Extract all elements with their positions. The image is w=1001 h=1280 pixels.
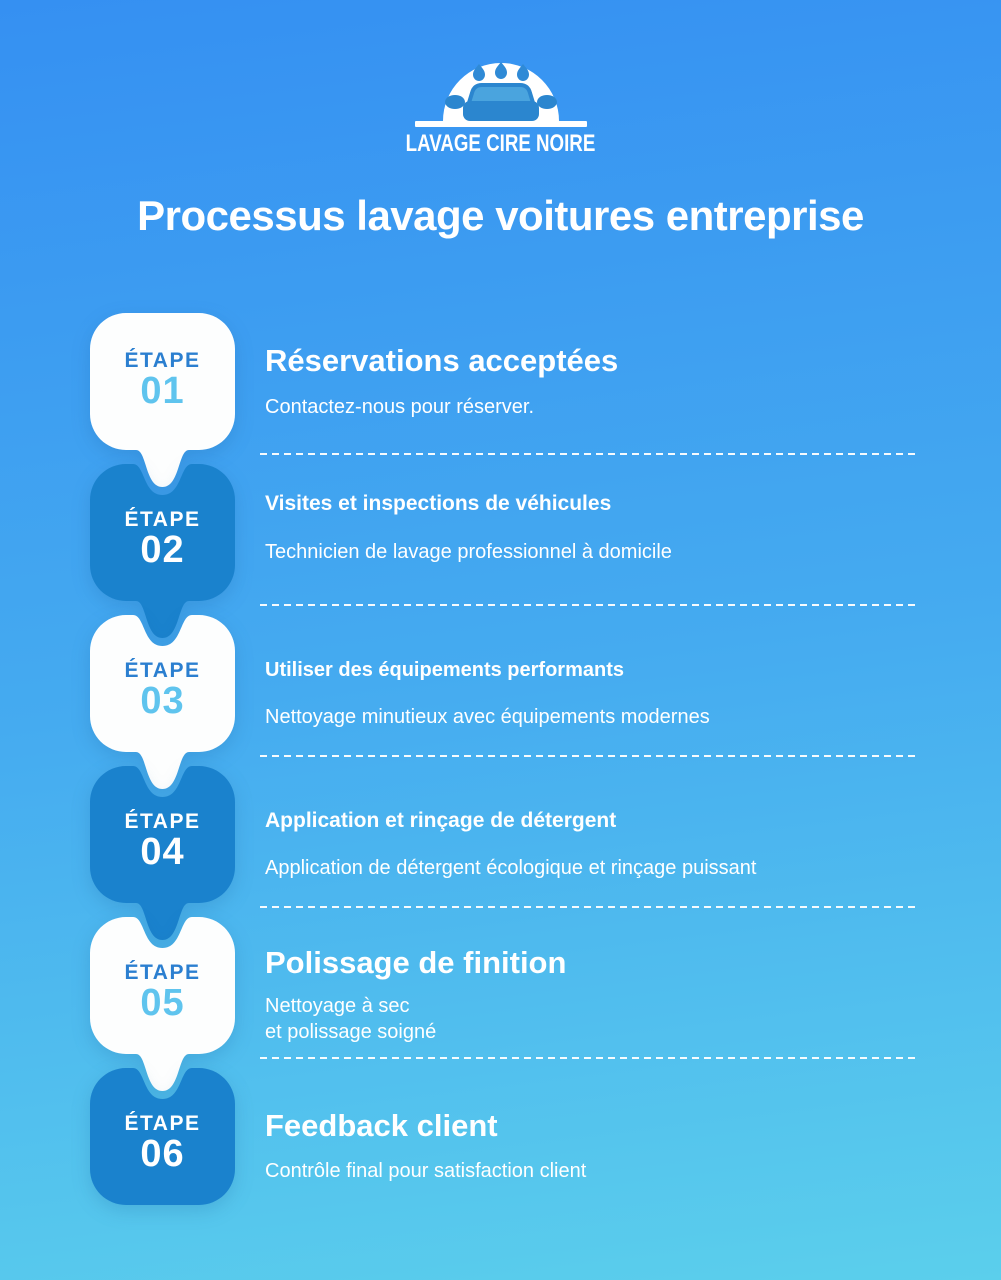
step-number: 06 — [140, 1133, 185, 1176]
dashed-separator — [260, 906, 920, 908]
step-content: Visites et inspections de véhicules Tech… — [265, 464, 925, 565]
step-item-3: ÉTAPE 03 Utiliser des équipements perfor… — [0, 615, 1001, 789]
step-content: Polissage de finition Nettoyage à sec et… — [265, 917, 925, 1045]
dashed-separator — [260, 1057, 920, 1059]
step-content: Réservations acceptées Contactez-nous po… — [265, 313, 925, 420]
step-item-2: ÉTAPE 02 Visites et inspections de véhic… — [0, 464, 1001, 638]
step-number: 04 — [140, 831, 185, 874]
step-badge-5: ÉTAPE 05 — [90, 917, 235, 1093]
step-label: ÉTAPE — [124, 508, 201, 531]
step-description: Application de détergent écologique et r… — [265, 857, 757, 879]
step-badge-1: ÉTAPE 01 — [90, 313, 235, 489]
step-content: Utiliser des équipements performants Net… — [265, 615, 925, 730]
dashed-separator — [260, 755, 920, 757]
step-title: Polissage de finition — [265, 945, 567, 980]
step-label: ÉTAPE — [124, 961, 201, 984]
page-title: Processus lavage voitures entreprise — [137, 192, 864, 239]
step-title: Application et rinçage de détergent — [265, 809, 617, 832]
step-description: Technicien de lavage professionnel à dom… — [265, 541, 672, 563]
step-content: Feedback client Contrôle final pour sati… — [265, 1068, 925, 1184]
badge-shape-notch-tail-icon — [90, 615, 235, 789]
step-badge-3: ÉTAPE 03 — [90, 615, 235, 791]
step-number: 05 — [140, 982, 185, 1025]
step-label: ÉTAPE — [124, 659, 201, 682]
badge-shape-notch-tail-icon — [90, 766, 235, 940]
step-badge-6: ÉTAPE 06 — [90, 1068, 235, 1244]
step-title: Utiliser des équipements performants — [265, 659, 624, 681]
step-description: Nettoyage à sec et polissage soigné — [265, 995, 437, 1043]
step-item-1: ÉTAPE 01 Réservations acceptées Contacte… — [0, 313, 1001, 487]
step-item-6: ÉTAPE 06 Feedback client Contrôle final … — [0, 1068, 1001, 1219]
badge-shape-notch-icon — [90, 1068, 235, 1205]
step-description: Contrôle final pour satisfaction client — [265, 1160, 587, 1182]
step-content: Application et rinçage de détergent Appl… — [265, 766, 925, 881]
step-label: ÉTAPE — [124, 349, 201, 372]
badge-shape-notch-tail-icon — [90, 917, 235, 1091]
car-wash-icon — [442, 62, 559, 121]
logo-name: LAVAGE CIRE NOIRE — [405, 130, 596, 157]
step-number: 02 — [140, 529, 185, 572]
step-description: Contactez-nous pour réserver. — [265, 396, 535, 418]
step-label: ÉTAPE — [124, 810, 201, 833]
step-badge-2: ÉTAPE 02 — [90, 464, 235, 640]
step-title: Feedback client — [265, 1108, 498, 1143]
badge-shape-notch-tail-icon — [90, 464, 235, 638]
step-badge-4: ÉTAPE 04 — [90, 766, 235, 942]
step-description: Nettoyage minutieux avec équipements mod… — [265, 706, 710, 728]
step-number: 03 — [140, 680, 185, 723]
step-item-5: ÉTAPE 05 Polissage de finition Nettoyage… — [0, 917, 1001, 1091]
badge-shape-tail-icon — [90, 313, 235, 487]
dashed-separator — [260, 604, 920, 606]
step-label: ÉTAPE — [124, 1112, 201, 1135]
logo-underline — [414, 121, 587, 127]
step-title: Réservations acceptées — [265, 343, 619, 378]
dashed-separator — [260, 453, 920, 455]
step-number: 01 — [140, 370, 185, 413]
step-title: Visites et inspections de véhicules — [265, 492, 612, 515]
step-item-4: ÉTAPE 04 Application et rinçage de déter… — [0, 766, 1001, 940]
logo: LAVAGE CIRE NOIRE — [0, 57, 1001, 158]
